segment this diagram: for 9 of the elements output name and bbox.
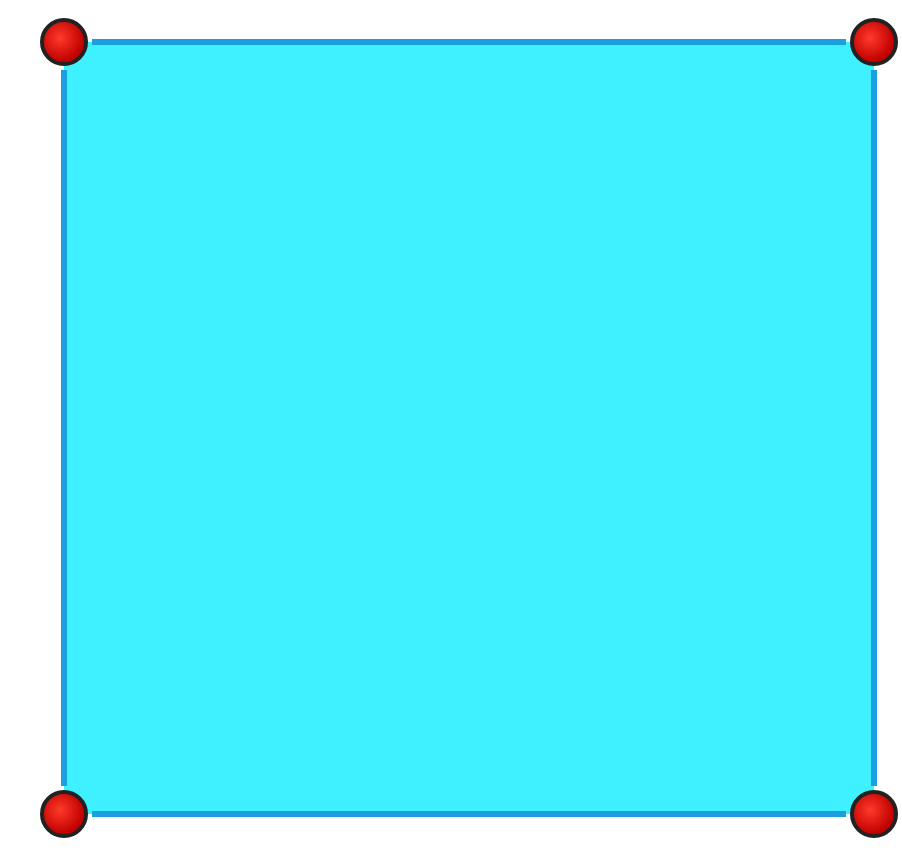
vertex-point — [850, 18, 898, 66]
vertex-point — [40, 790, 88, 838]
vertex-point — [850, 790, 898, 838]
square-shape — [64, 42, 874, 814]
vertex-point — [40, 18, 88, 66]
square-side — [92, 811, 846, 817]
square-side — [871, 70, 877, 786]
square-side — [61, 70, 67, 786]
square-side — [92, 39, 846, 45]
